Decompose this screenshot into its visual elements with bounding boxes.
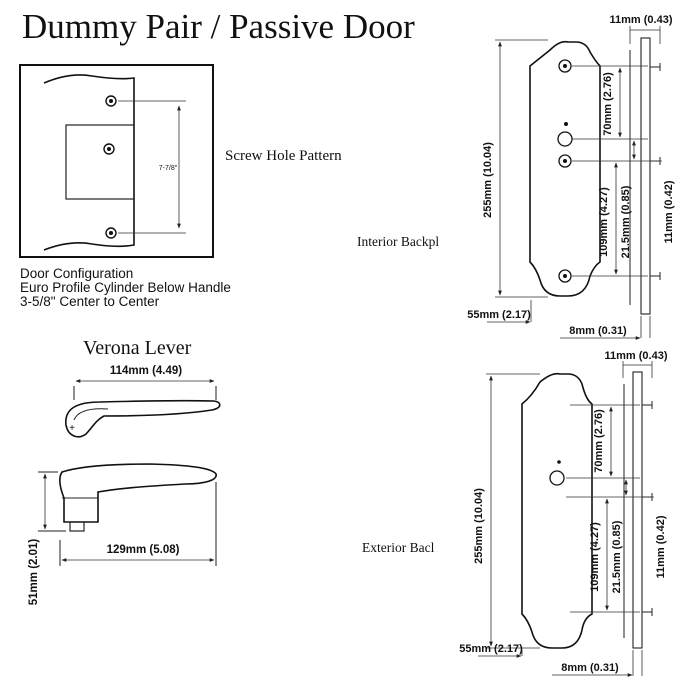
- config-line-2: Euro Profile Cylinder Below Handle: [20, 280, 231, 295]
- exterior-label: Exterior Bacl: [362, 540, 435, 555]
- exterior-plate-outline: [521, 372, 593, 649]
- lever-top-view: 114mm (4.49) +: [65, 365, 221, 438]
- interior-depth-total-label: 11mm (0.43): [610, 14, 673, 26]
- interior-cylinder-hole: [557, 131, 573, 147]
- exterior-thickness-label: 8mm (0.31): [561, 662, 619, 674]
- interior-height-label: 255mm (10.04): [482, 142, 494, 218]
- exterior-depth-side-label: 11mm (0.42): [655, 515, 667, 578]
- interior-lower-label: 109mm (4.27): [598, 187, 610, 257]
- screw-pattern-label: Screw Hole Pattern: [225, 148, 342, 164]
- interior-label: Interior Backpl: [357, 234, 439, 249]
- screw-hole-pattern-diagram: 7-7/8": [19, 64, 214, 258]
- exterior-height-label: 255mm (10.04): [473, 488, 485, 564]
- spacing-label: 7-7/8": [159, 165, 178, 172]
- exterior-top-offset-label: 70mm (2.76): [593, 409, 605, 473]
- lever-side-outline: [59, 463, 217, 523]
- lever-top-outline: [65, 399, 221, 438]
- lever-length-label: 129mm (5.08): [107, 544, 180, 556]
- interior-thickness-label: 8mm (0.31): [569, 325, 627, 337]
- interior-width-label: 55mm (2.17): [467, 309, 531, 321]
- lever-side-view: 129mm (5.08) 51mm (2.01): [28, 463, 217, 606]
- pattern-frame: [19, 64, 214, 258]
- exterior-width-label: 55mm (2.17): [459, 643, 523, 655]
- exterior-backplate-diagram: 255mm (10.04) 70mm (2.76) 109mm (4.27) 2…: [459, 350, 668, 677]
- exterior-cylinder-hole: [549, 470, 565, 486]
- lever-title: Verona Lever: [83, 337, 192, 359]
- interior-backplate-diagram: 255mm (10.04) 70mm (2.76) 109mm (4.27) 2…: [467, 14, 675, 340]
- svg-text:+: +: [69, 423, 75, 434]
- screw-hole-bottom: [105, 227, 117, 239]
- cylinder-hole: [103, 143, 115, 155]
- interior-cyl-label: 21.5mm (0.85): [620, 185, 632, 258]
- exterior-lower-label: 109mm (4.27): [589, 522, 601, 592]
- lever-height-label: 51mm (2.01): [28, 539, 40, 606]
- screw-hole-top: [105, 95, 117, 107]
- exterior-cyl-label: 21.5mm (0.85): [611, 520, 623, 593]
- interior-plate-outline: [529, 40, 601, 297]
- lever-projection-label: 114mm (4.49): [110, 365, 182, 377]
- interior-side-profile: [640, 37, 651, 315]
- interior-top-offset-label: 70mm (2.76): [602, 72, 614, 136]
- config-line-1: Door Configuration: [20, 266, 133, 281]
- page-title: Dummy Pair / Passive Door: [22, 7, 415, 46]
- interior-depth-side-label: 11mm (0.42): [663, 180, 675, 243]
- pattern-cutout: [65, 124, 135, 200]
- config-line-3: 3-5/8" Center to Center: [20, 294, 160, 309]
- lever-spindle: [69, 521, 85, 532]
- exterior-side-profile: [632, 371, 643, 649]
- exterior-depth-total-label: 11mm (0.43): [605, 350, 668, 362]
